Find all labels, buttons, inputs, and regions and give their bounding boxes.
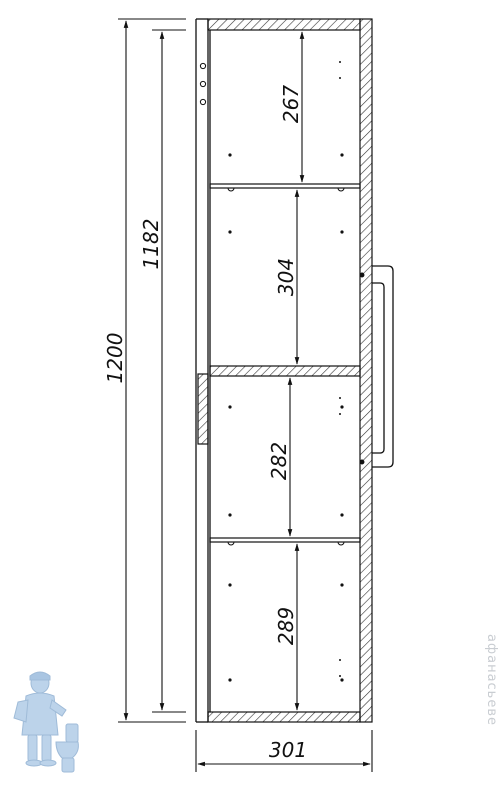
dim-inner-height: 1182: [139, 219, 163, 270]
shelf-3: [209, 537, 361, 543]
dim-section-4: 289: [274, 607, 298, 645]
top-panel: [207, 18, 361, 31]
dim-section-2: 304: [274, 258, 298, 296]
watermark-text: aфанасьевe: [484, 634, 499, 726]
plumber-mascot-icon: [13, 671, 79, 773]
bottom-panel: [207, 711, 361, 723]
handle: [359, 265, 394, 468]
shelves: [209, 183, 361, 543]
shelf-1: [209, 183, 361, 189]
hinge-holes: [199, 62, 207, 106]
dim-width: 301: [269, 738, 307, 762]
back-wall: [359, 18, 373, 723]
shelf-2: [209, 365, 361, 377]
dim-total-height: 1200: [103, 333, 127, 384]
dim-section-3: 282: [267, 442, 291, 480]
cabinet-body: [195, 18, 211, 723]
shelf-supports: [227, 187, 345, 546]
mount-holes: [228, 61, 344, 682]
dimension-lines: [118, 18, 373, 772]
hinge-plate: [197, 373, 209, 445]
dim-section-1: 267: [279, 85, 303, 123]
